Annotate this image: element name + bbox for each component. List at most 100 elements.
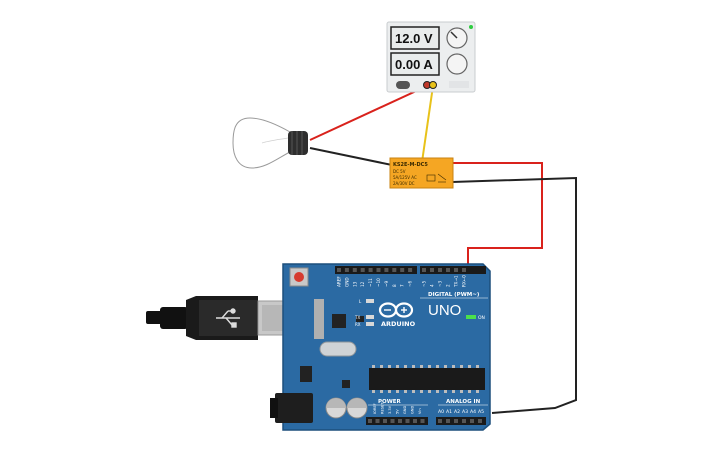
power-switch[interactable] [396, 81, 410, 89]
power-pin-hole[interactable] [383, 419, 387, 423]
chip-pin [452, 390, 455, 393]
chip-pin [428, 365, 431, 368]
digital-header-left[interactable] [335, 266, 417, 274]
power-pin-hole[interactable] [390, 419, 395, 423]
digital-pin-hole[interactable] [376, 268, 381, 272]
digital-pin-hole[interactable] [408, 268, 413, 272]
digital-pin-label: 12 [360, 281, 365, 287]
tx-led [366, 315, 374, 319]
chip-pin [412, 390, 415, 393]
wire-red-relay-to-pin2[interactable] [452, 162, 543, 272]
chip-pin [372, 390, 375, 393]
digital-pin-hole[interactable] [422, 268, 426, 272]
chip-pin [436, 390, 439, 393]
relay-line-1: DC 5V [393, 169, 406, 174]
wire-black-relay-to-gnd[interactable] [451, 176, 577, 414]
chip-pin [388, 365, 391, 368]
power-pin-label: IOREF [373, 403, 377, 414]
digital-pin-hole[interactable] [384, 268, 389, 272]
chip-pin [380, 390, 383, 393]
digital-pin-hole[interactable] [368, 268, 373, 272]
power-pin-hole[interactable] [398, 419, 402, 423]
power-pin-hole[interactable] [368, 419, 372, 423]
current-knob[interactable] [446, 53, 468, 75]
digital-pin-hole[interactable] [454, 268, 458, 272]
power-pin-label: GND [411, 406, 415, 414]
reset-button[interactable] [294, 272, 304, 282]
chip-pin [444, 365, 447, 368]
chip-pin [380, 365, 383, 368]
chip-pin [372, 365, 375, 368]
power-jack[interactable] [275, 393, 313, 423]
atmega-microcontroller [369, 368, 485, 390]
wire-yellow-supply-to-relay[interactable] [421, 85, 434, 163]
power-supply[interactable]: 12.0 V 0.00 A [386, 21, 476, 93]
power-pin-label: Vin [418, 408, 422, 414]
on-led [466, 315, 476, 319]
bulb-base [288, 131, 308, 155]
analog-pin-hole[interactable] [438, 419, 442, 423]
digital-pin-label: 2 [446, 284, 451, 287]
digital-pin-hole[interactable] [430, 268, 434, 272]
wires [309, 85, 577, 414]
bulb-glass [232, 117, 291, 169]
digital-pin-label: 7 [400, 284, 405, 287]
digital-pin-hole[interactable] [462, 268, 466, 272]
chip-pin [388, 390, 391, 393]
digital-pin-hole[interactable] [344, 268, 349, 272]
chip-pin [404, 390, 407, 393]
crystal-oscillator [319, 341, 357, 357]
digital-pin-label: ~10 [376, 278, 381, 287]
analog-pin-label: A2 [454, 409, 460, 415]
digital-pin-hole[interactable] [400, 268, 405, 272]
analog-pin-hole[interactable] [462, 419, 466, 423]
digital-pin-label: ~5 [422, 280, 427, 287]
analog-pin-label: A5 [478, 409, 484, 415]
positive-terminal[interactable] [429, 81, 437, 89]
power-pin-label: 3.3V [388, 405, 392, 414]
analog-pin-label: A0 [438, 409, 444, 415]
rx-label: RX [355, 322, 361, 327]
power-pin-hole[interactable] [405, 419, 410, 423]
chip-pin [412, 365, 415, 368]
digital-pin-label: ~9 [384, 280, 389, 287]
analog-header[interactable] [436, 417, 486, 425]
chip-pin [476, 390, 479, 393]
analog-pin-hole[interactable] [446, 419, 450, 423]
digital-pin-label: ~6 [408, 280, 413, 287]
chip-pin [396, 365, 399, 368]
l-led [366, 299, 374, 303]
digital-pin-hole[interactable] [337, 268, 341, 272]
analog-pin-label: A1 [446, 409, 452, 415]
analog-pin-label: A4 [470, 409, 476, 415]
digital-header-right[interactable] [420, 266, 486, 274]
digital-pin-label: TX→1 [454, 275, 459, 288]
power-pin-hole[interactable] [375, 419, 380, 423]
digital-pin-hole[interactable] [446, 268, 450, 272]
power-pin-hole[interactable] [420, 419, 425, 423]
analog-pin-hole[interactable] [470, 419, 474, 423]
chip-pin [460, 365, 463, 368]
chip-pin [420, 365, 423, 368]
digital-pin-label: ~3 [438, 280, 443, 287]
analog-pin-hole[interactable] [454, 419, 458, 423]
digital-pin-hole[interactable] [438, 268, 442, 272]
chip-pin [476, 365, 479, 368]
wire-black-bulb-to-relay[interactable] [309, 147, 393, 166]
digital-pin-hole[interactable] [360, 268, 365, 272]
relay-schematic-symbol [426, 173, 447, 183]
analog-pin-hole[interactable] [478, 419, 482, 423]
light-bulb[interactable] [232, 117, 308, 169]
on-label: ON [478, 315, 485, 321]
chip-pin [420, 390, 423, 393]
digital-pin-hole[interactable] [352, 268, 357, 272]
power-header[interactable] [366, 417, 428, 425]
current-display [390, 52, 440, 76]
power-pin-hole[interactable] [413, 419, 417, 423]
relay-part-number: KS2E-M-DC5 [393, 162, 428, 168]
digital-pin-hole[interactable] [392, 268, 397, 272]
relay[interactable]: KS2E-M-DC5 DC 5V 5A/125V AC 2A/30V DC [389, 157, 454, 189]
digital-pin-label: 4 [430, 284, 435, 287]
wire-red-supply-to-bulb[interactable] [309, 85, 428, 141]
